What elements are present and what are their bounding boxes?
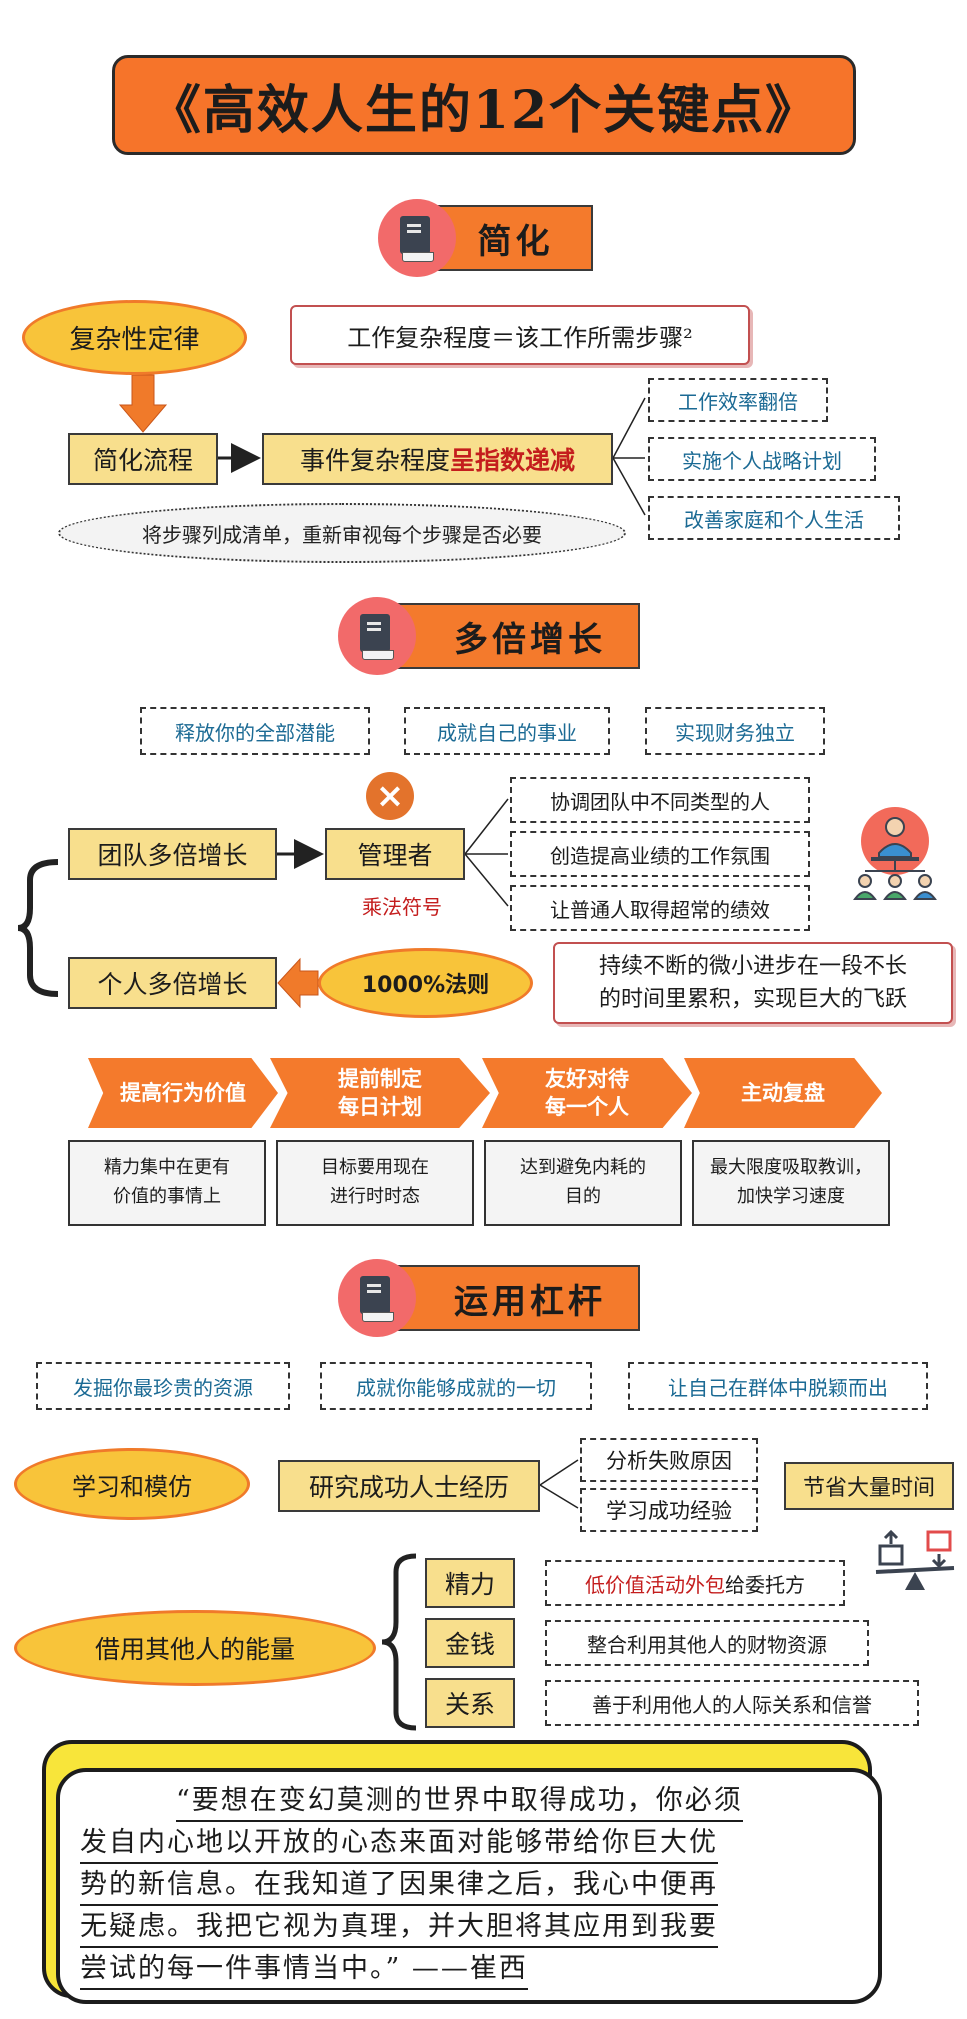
quote-line: “要想在变幻莫测的世界中取得成功，你必须	[176, 1782, 743, 1822]
benefit-2: 实施个人战略计划	[648, 437, 876, 481]
complexity-effect: 事件复杂程度呈指数递减	[262, 433, 613, 485]
step-1-desc: 精力集中在更有价值的事情上	[68, 1140, 266, 1226]
resource-relations-desc: 善于利用他人的人际关系和信誉	[545, 1680, 919, 1726]
step-title-line: 主动复盘	[741, 1079, 825, 1105]
step-title-line: 提高行为价值	[120, 1079, 246, 1105]
step-title-line: 提前制定	[338, 1065, 422, 1091]
team-growth: 团队多倍增长	[68, 828, 277, 880]
step-1-title: 提高行为价值	[88, 1058, 278, 1128]
step-3-desc: 达到避免内耗的目的	[484, 1140, 682, 1226]
step-desc-line: 最大限度吸取教训，	[710, 1157, 872, 1179]
resource-relations: 关系	[425, 1678, 515, 1728]
step-4-title: 主动复盘	[684, 1058, 882, 1128]
step-desc-line: 目的	[565, 1186, 601, 1207]
step-3-title: 友好对待每一个人	[482, 1058, 692, 1128]
left-arrow-icon	[277, 957, 319, 1009]
borrow-energy: 借用其他人的能量	[14, 1610, 376, 1686]
formula-scroll: 工作复杂程度＝该工作所需步骤²	[290, 305, 750, 365]
study-item-2: 学习成功经验	[580, 1488, 758, 1532]
book-icon	[338, 597, 416, 675]
step-desc-line: 价值的事情上	[113, 1186, 221, 1207]
section-heading-leverage: 运用杠杆	[380, 1265, 640, 1331]
step-desc-line: 加快学习速度	[737, 1186, 845, 1207]
step-2-desc: 目标要用现在进行时时态	[276, 1140, 474, 1226]
tip-ellipse: 将步骤列成清单，重新审视每个步骤是否必要	[58, 503, 626, 563]
rule-desc-line: 的时间里累积，实现巨大的飞跃	[598, 987, 907, 1012]
resource-money: 金钱	[425, 1618, 515, 1668]
learn-imitate: 学习和模仿	[14, 1448, 250, 1520]
study-item-1: 分析失败原因	[580, 1438, 758, 1482]
resource-energy: 精力	[425, 1558, 515, 1608]
rule-desc-line: 持续不断的微小进步在一段不长	[598, 954, 907, 979]
quote-line: 发自内心地以开放的心态来面对能够带给你巨大优	[80, 1824, 718, 1864]
quote-text: “要想在变幻莫测的世界中取得成功，你必须 发自内心地以开放的心态来面对能够带给你…	[56, 1770, 882, 2000]
multiply-label: 乘法符号	[362, 894, 442, 919]
manager-task-3: 让普通人取得超常的绩效	[510, 885, 810, 931]
rule-1000: 1000%法则	[318, 948, 533, 1018]
page-title: 《高效人生的12个关键点》	[112, 55, 856, 155]
quote-box	[56, 1768, 882, 2004]
goal-2: 成就自己的事业	[404, 707, 610, 755]
step-4-desc: 最大限度吸取教训， 加快学习速度	[692, 1140, 890, 1226]
desc-rest: 给委托方	[725, 1572, 805, 1597]
quote-line: 无疑虑。我把它视为真理，并大胆将其应用到我要	[80, 1908, 718, 1948]
effect-highlight: 呈指数递减	[450, 446, 576, 475]
multiply-icon: ×	[366, 772, 414, 820]
book-icon	[378, 199, 456, 277]
study-success: 研究成功人士经历	[278, 1460, 540, 1512]
quote-line: 尝试的每一件事情当中。” ——崔西	[80, 1950, 528, 1990]
desc-highlight: 低价值活动外包	[585, 1572, 725, 1597]
resource-money-desc: 整合利用其他人的财物资源	[545, 1620, 869, 1666]
step-title-line: 每一个人	[545, 1094, 629, 1119]
book-icon	[338, 1259, 416, 1337]
section-heading-multiply: 多倍增长	[380, 603, 640, 669]
step-desc-line: 目标要用现在	[321, 1157, 429, 1179]
step-2-title: 提前制定每日计划	[270, 1058, 490, 1128]
brace-icon	[17, 859, 59, 997]
save-time: 节省大量时间	[784, 1462, 954, 1510]
benefit-1: 工作效率翻倍	[648, 378, 828, 422]
goal-1: 发掘你最珍贵的资源	[36, 1362, 290, 1410]
goal-3: 让自己在群体中脱颖而出	[628, 1362, 928, 1410]
goal-1: 释放你的全部潜能	[140, 707, 370, 755]
step-title-line: 友好对待	[545, 1065, 629, 1091]
goal-3: 实现财务独立	[645, 707, 825, 755]
quote-line: 势的新信息。在我知道了因果律之后，我心中便再	[80, 1866, 718, 1906]
step-title-line: 每日计划	[338, 1094, 422, 1119]
step-desc-line: 精力集中在更有	[104, 1157, 230, 1179]
team-icon	[845, 805, 945, 905]
brace-icon	[381, 1553, 417, 1731]
rule-description: 持续不断的微小进步在一段不长 的时间里累积，实现巨大的飞跃	[553, 942, 953, 1024]
simplify-process: 简化流程	[68, 433, 218, 485]
step-desc-line: 达到避免内耗的	[520, 1157, 646, 1179]
step-desc-line: 进行时时态	[330, 1186, 420, 1207]
scale-icon	[872, 1528, 958, 1596]
personal-growth: 个人多倍增长	[68, 957, 277, 1009]
manager: 管理者	[325, 828, 465, 880]
manager-task-1: 协调团队中不同类型的人	[510, 777, 810, 823]
benefit-3: 改善家庭和个人生活	[648, 496, 900, 540]
effect-prefix: 事件复杂程度	[299, 446, 450, 475]
manager-task-2: 创造提高业绩的工作氛围	[510, 831, 810, 877]
resource-energy-desc: 低价值活动外包给委托方	[545, 1560, 845, 1606]
complexity-law: 复杂性定律	[22, 300, 247, 375]
down-arrow-icon	[118, 374, 168, 433]
goal-2: 成就你能够成就的一切	[320, 1362, 592, 1410]
